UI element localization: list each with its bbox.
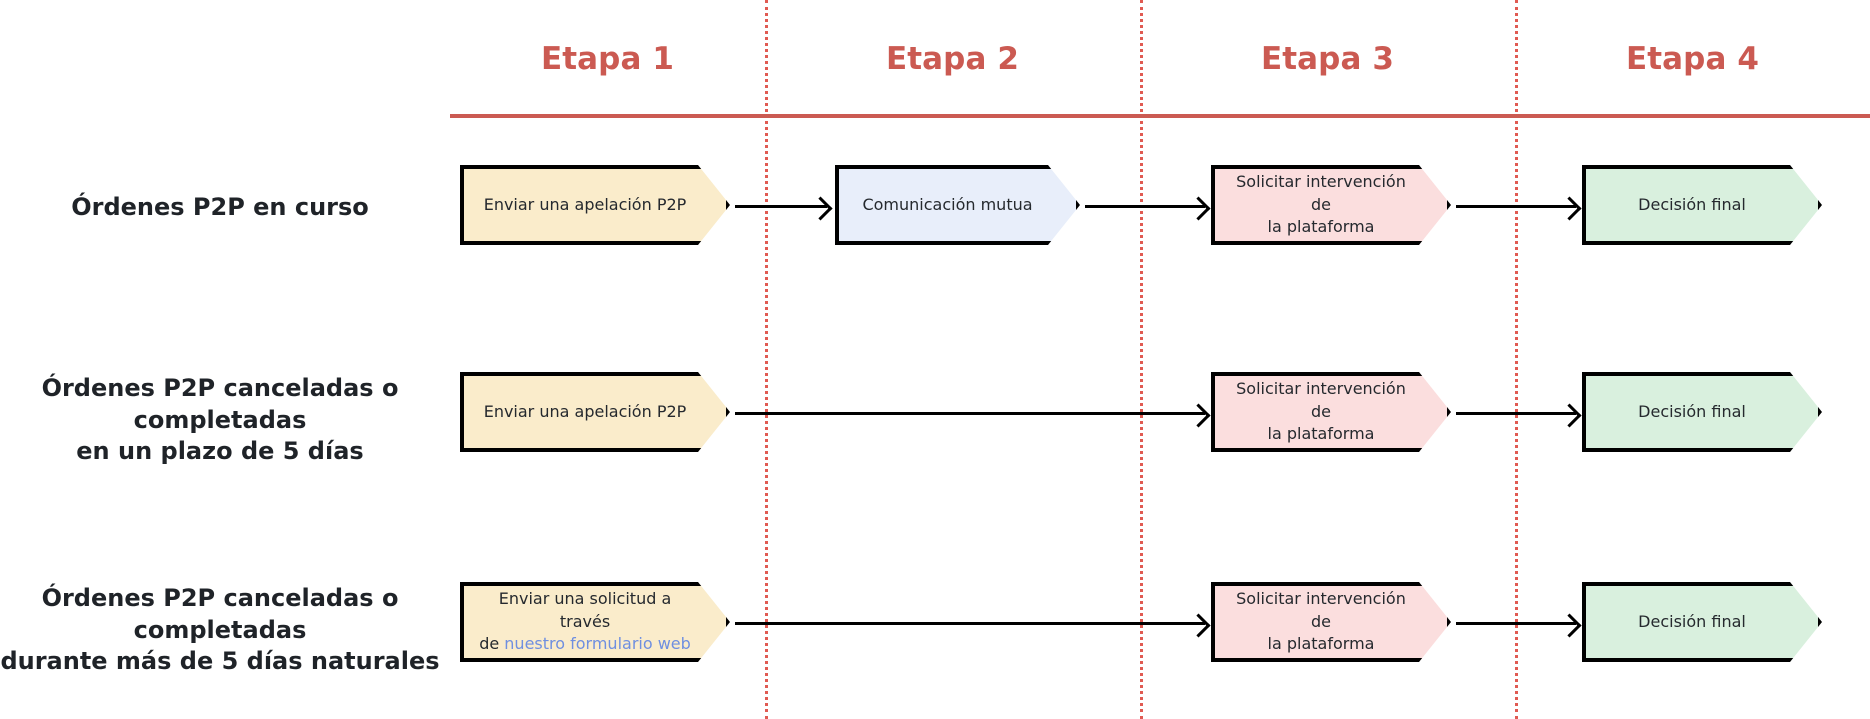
row1-step4-label: Decisión final bbox=[1638, 194, 1746, 214]
row-label-cancelled-over-5-days: Órdenes P2P canceladas o completadas dur… bbox=[0, 583, 440, 678]
row-label-ongoing-orders: Órdenes P2P en curso bbox=[71, 193, 369, 221]
row3-step3-label-line1: Solicitar intervención de bbox=[1236, 588, 1406, 631]
stage-divider-1 bbox=[765, 0, 768, 719]
web-form-link[interactable]: nuestro formulario web bbox=[504, 634, 691, 654]
stage-title-1: Etapa 1 bbox=[540, 41, 675, 77]
row3-label-line2: durante más de 5 días naturales bbox=[0, 647, 440, 676]
row2-step4-final-decision[interactable]: Decisión final bbox=[1582, 372, 1822, 452]
row1-step3-request-platform[interactable]: Solicitar intervención de la plataforma bbox=[1211, 165, 1451, 245]
row1-step1-label: Enviar una apelación P2P bbox=[483, 194, 687, 214]
row3-step3-label-line2: la plataforma bbox=[1267, 634, 1375, 654]
row2-step1-label: Enviar una apelación P2P bbox=[483, 401, 687, 421]
row2-step3-request-platform[interactable]: Solicitar intervención de la plataforma bbox=[1211, 372, 1451, 452]
row3-step3-request-platform[interactable]: Solicitar intervención de la plataforma bbox=[1211, 582, 1451, 662]
row1-step3-label-line2: la plataforma bbox=[1267, 217, 1375, 237]
row3-step3-label: Solicitar intervención de la plataforma bbox=[1229, 588, 1413, 656]
row1-step3-label: Solicitar intervención de la plataforma bbox=[1229, 171, 1413, 239]
row3-step4-label: Decisión final bbox=[1638, 611, 1746, 631]
row3-label-line1: Órdenes P2P canceladas o completadas bbox=[41, 584, 399, 644]
stage-title-3: Etapa 3 bbox=[1260, 41, 1395, 77]
stage-divider-2 bbox=[1140, 0, 1143, 719]
row1-step1-send-appeal[interactable]: Enviar una apelación P2P bbox=[460, 165, 730, 245]
row2-connector-1-3 bbox=[735, 412, 1205, 415]
row1-connector-2-3 bbox=[1085, 205, 1205, 208]
row3-step1-label-line1: Enviar una solicitud a través bbox=[498, 588, 672, 631]
row2-step3-label-line2: la plataforma bbox=[1267, 424, 1375, 444]
row2-label-line2: en un plazo de 5 días bbox=[76, 437, 364, 466]
row1-step3-label-line1: Solicitar intervención de bbox=[1236, 171, 1406, 214]
stage-title-2: Etapa 2 bbox=[885, 41, 1020, 77]
row2-step3-label-line1: Solicitar intervención de bbox=[1236, 378, 1406, 421]
row1-step2-label: Comunicación mutua bbox=[862, 194, 1033, 214]
row3-connector-3-4 bbox=[1456, 622, 1576, 625]
row2-step4-label: Decisión final bbox=[1638, 401, 1746, 421]
row3-step1-label: Enviar una solicitud a través de nuestro… bbox=[478, 588, 692, 656]
row2-connector-3-4 bbox=[1456, 412, 1576, 415]
row1-connector-3-4 bbox=[1456, 205, 1576, 208]
stage-divider-3 bbox=[1515, 0, 1518, 719]
row1-connector-1-2 bbox=[735, 205, 827, 208]
row2-label-line1: Órdenes P2P canceladas o completadas bbox=[41, 374, 399, 434]
row3-connector-1-3 bbox=[735, 622, 1205, 625]
row3-step1-label-line2-prefix: de bbox=[479, 634, 505, 654]
row1-step2-mutual-communication[interactable]: Comunicación mutua bbox=[835, 165, 1080, 245]
row1-step4-final-decision[interactable]: Decisión final bbox=[1582, 165, 1822, 245]
stage-title-4: Etapa 4 bbox=[1625, 41, 1760, 77]
row-label-cancelled-within-5-days: Órdenes P2P canceladas o completadas en … bbox=[0, 373, 440, 468]
row2-step1-send-appeal[interactable]: Enviar una apelación P2P bbox=[460, 372, 730, 452]
row3-step4-final-decision[interactable]: Decisión final bbox=[1582, 582, 1822, 662]
header-divider-rule bbox=[450, 114, 1870, 118]
row3-step1-send-web-request[interactable]: Enviar una solicitud a través de nuestro… bbox=[460, 582, 730, 662]
row2-step3-label: Solicitar intervención de la plataforma bbox=[1229, 378, 1413, 446]
